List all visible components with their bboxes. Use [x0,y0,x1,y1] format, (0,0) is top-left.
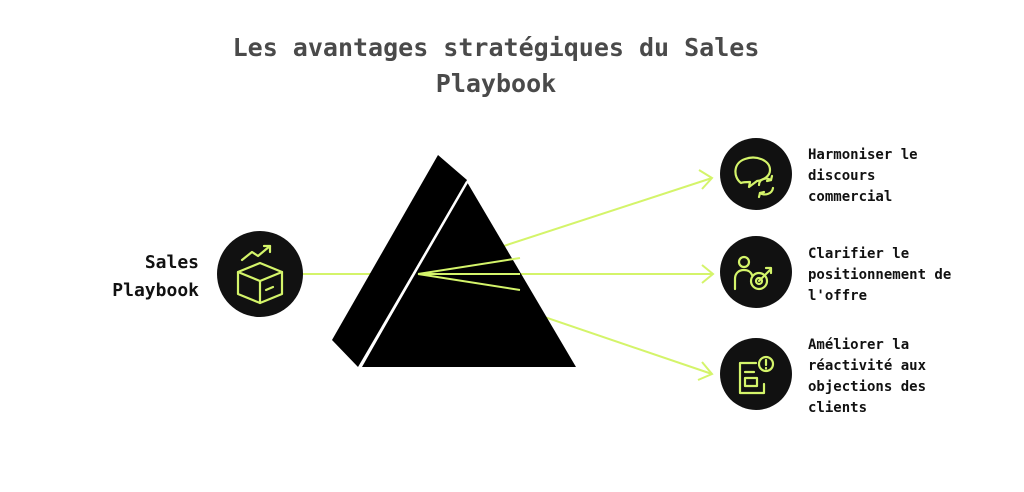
benefit-3-line-1: Améliorer la [808,337,909,353]
inner-ray [417,257,521,275]
benefit-1-circle [720,138,792,210]
benefit-1: Harmoniser le discours commercial [720,138,918,210]
benefit-2-line-1: Clarifier le [808,246,909,262]
benefit-2: Clarifier le positionnement de l'offre [720,236,951,308]
benefit-3-line-2: réactivité aux [808,358,927,374]
inner-ray-3 [417,273,521,291]
source-label-line-1: Sales [145,252,199,273]
person-target-icon [733,255,773,291]
chat-refresh-icon [734,156,775,199]
diagram-title-line-1: Les avantages stratégiques du Sales [233,33,760,62]
prism-edge-highlight [358,181,469,368]
benefit-1-line-2: discours [808,168,875,184]
benefit-3-line-3: objections des [808,379,926,395]
source-label-line-2: Playbook [112,280,199,301]
box-growth-icon [236,244,284,305]
benefit-1-line-3: commercial [808,189,892,205]
arrowhead-1 [698,169,714,190]
benefit-3-line-4: clients [808,400,867,416]
arrowhead-3 [697,361,714,381]
diagram-title-line-2: Playbook [436,69,556,98]
benefit-3: Améliorer la réactivité aux objections d… [720,337,927,416]
benefit-2-line-3: l'offre [808,288,867,304]
benefit-1-line-1: Harmoniser le [808,147,918,163]
benefit-2-line-2: positionnement de [808,267,951,283]
benefit-2-circle [720,236,792,308]
source-circle [217,231,303,317]
source-node: Sales Playbook [112,231,303,317]
prism [332,155,576,368]
arrowhead-2 [701,264,715,284]
prism-back-face [332,155,467,367]
document-alert-icon [738,355,775,395]
benefit-3-circle [720,338,792,410]
